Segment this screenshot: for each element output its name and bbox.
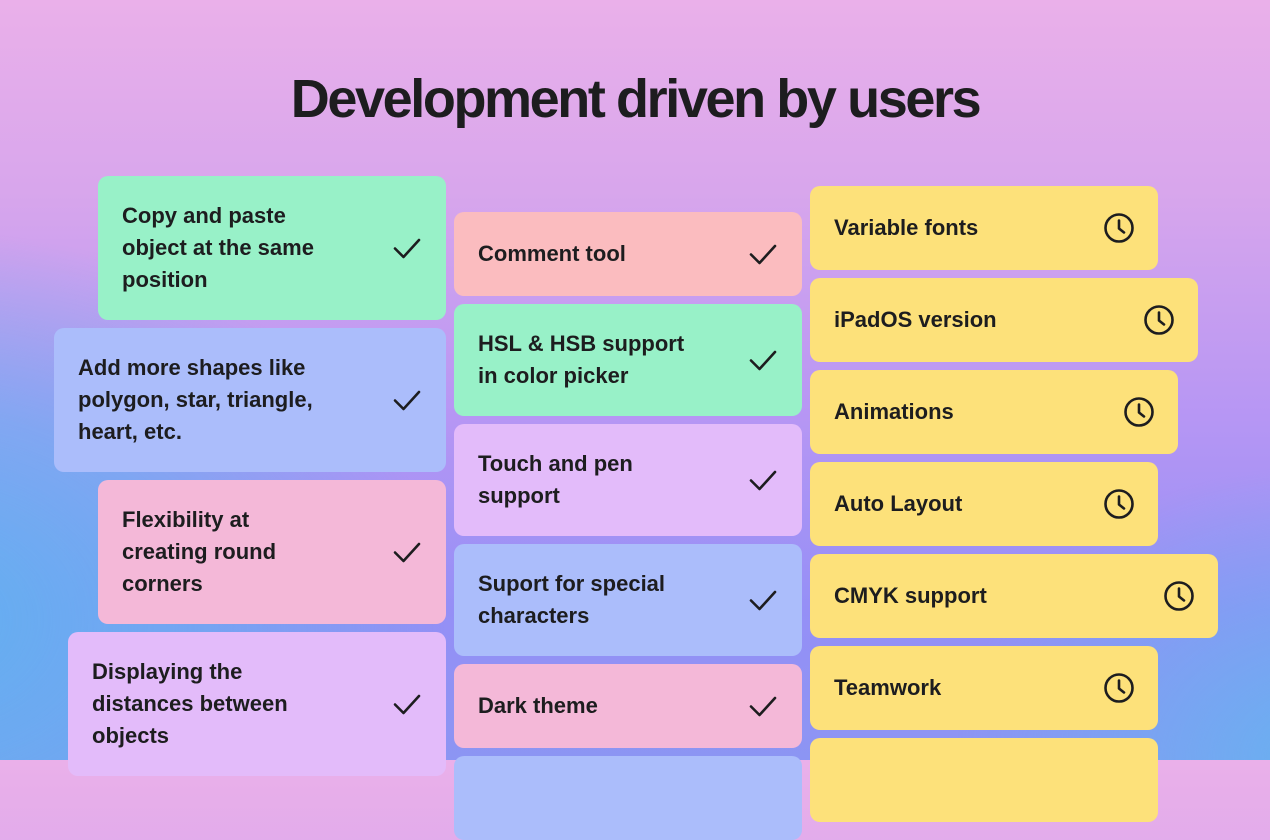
feature-card-teamwork: Teamwork (810, 646, 1158, 730)
feature-label: Touch and pen support (478, 451, 633, 508)
feature-label: Dark theme (478, 693, 598, 718)
clock-icon (1102, 671, 1136, 705)
feature-card-animations: Animations (810, 370, 1178, 454)
feature-card-round-corners: Flexibility at creating round corners (98, 480, 446, 624)
checkmark-icon (390, 535, 424, 569)
feature-label: Add more shapes like polygon, star, tria… (78, 355, 313, 444)
feature-card-variable-fonts: Variable fonts (810, 186, 1158, 270)
feature-card-ipados: iPadOS version (810, 278, 1198, 362)
checkmark-icon (390, 687, 424, 721)
feature-label: Variable fonts (834, 215, 979, 240)
feature-label: CMYK support (834, 583, 987, 608)
feature-card-distances: Displaying the distances between objects (68, 632, 446, 776)
feature-card-cmyk: CMYK support (810, 554, 1218, 638)
checkmark-icon (746, 583, 780, 617)
feature-label: Animations (834, 399, 954, 424)
feature-card-special-characters: Suport for special characters (454, 544, 802, 656)
feature-label: Teamwork (834, 675, 942, 700)
clock-icon (1162, 579, 1196, 613)
feature-card-partial (810, 738, 1158, 822)
feature-label: Flexibility at creating round corners (122, 507, 277, 596)
feature-label: HSL & HSB support in color picker (478, 331, 685, 388)
checkmark-icon (746, 343, 780, 377)
feature-label: Suport for special characters (478, 571, 666, 628)
clock-icon (1142, 303, 1176, 337)
feature-label: iPadOS version (834, 307, 997, 332)
feature-label: Displaying the distances between objects (92, 659, 288, 748)
clock-icon (1122, 395, 1156, 429)
feature-card-dark-theme: Dark theme (454, 664, 802, 748)
feature-card-copy-paste: Copy and paste object at the same positi… (98, 176, 446, 320)
feature-card-comment-tool: Comment tool (454, 212, 802, 296)
feature-label: Copy and paste object at the same positi… (122, 203, 314, 292)
feature-card-touch-pen: Touch and pen support (454, 424, 802, 536)
feature-card-hsl-hsb: HSL & HSB support in color picker (454, 304, 802, 416)
checkmark-icon (390, 383, 424, 417)
checkmark-icon (746, 237, 780, 271)
clock-icon (1102, 211, 1136, 245)
page-title: Development driven by users (290, 69, 982, 129)
feature-card-partial (454, 756, 802, 840)
feature-card-more-shapes: Add more shapes like polygon, star, tria… (54, 328, 446, 472)
feature-card-auto-layout: Auto Layout (810, 462, 1158, 546)
checkmark-icon (746, 463, 780, 497)
clock-icon (1102, 487, 1136, 521)
feature-label: Auto Layout (834, 491, 963, 516)
checkmark-icon (746, 689, 780, 723)
feature-label: Comment tool (478, 241, 626, 266)
checkmark-icon (390, 231, 424, 265)
